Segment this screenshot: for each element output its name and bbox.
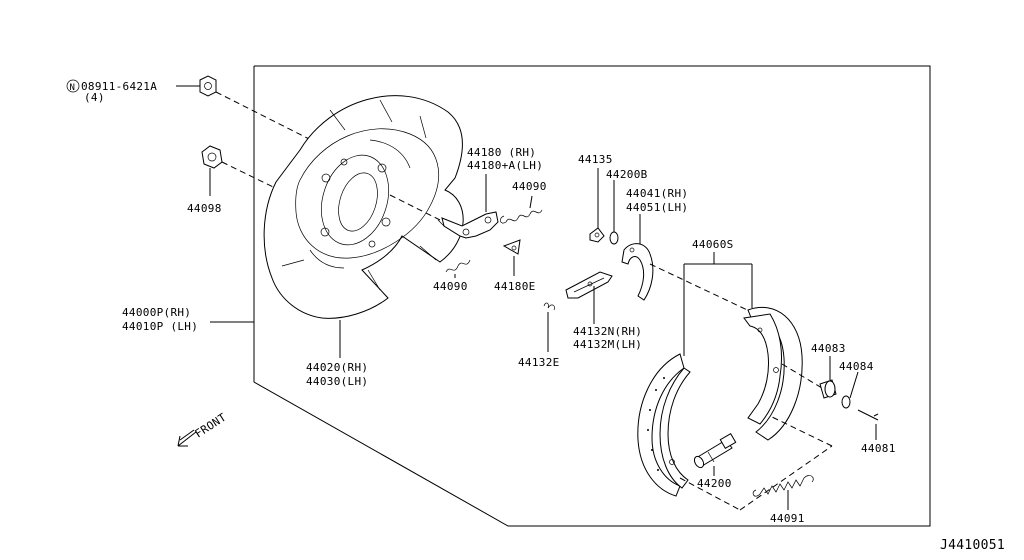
label-44090-lower: 44090 [433, 280, 468, 293]
label-44030: 44030(LH) [306, 375, 368, 388]
pin-44081 [857, 409, 879, 440]
brake-shoe-left [637, 353, 691, 497]
label-44132m: 44132M(LH) [573, 338, 642, 351]
label-44081: 44081 [861, 442, 896, 455]
shoe-set-bracket [683, 252, 753, 356]
front-label: FRONT [193, 411, 229, 441]
label-44060s: 44060S [692, 238, 734, 251]
spring-44090-lower [445, 259, 471, 278]
label-44180a: 44180+A(LH) [467, 159, 543, 172]
backing-plate [210, 95, 464, 358]
label-44180: 44180 (RH) [467, 146, 536, 159]
shoe-lever-44041 [621, 214, 654, 301]
front-arrow: FRONT [177, 411, 229, 447]
label-44051: 44051(LH) [626, 201, 688, 214]
nut-part-number: 08911-6421A [81, 80, 157, 93]
assembly-frame [253, 65, 931, 527]
part-44135 [589, 168, 605, 243]
label-44091: 44091 [770, 512, 805, 525]
label-44132e: 44132E [518, 356, 560, 369]
nut-quantity: (4) [84, 91, 105, 104]
label-44180e: 44180E [494, 280, 536, 293]
spring-44091 [752, 475, 814, 510]
spring-44132e [543, 302, 555, 352]
adjuster-lever-44180 [389, 174, 499, 239]
cup-44083 [781, 356, 837, 399]
diagram-id: J4410051 [940, 538, 1005, 553]
nut-prefix: N [70, 83, 76, 93]
brake-shoe-right [649, 263, 803, 441]
label-44000p: 44000P(RH) [122, 306, 191, 319]
label-44135: 44135 [578, 153, 613, 166]
label-44098: 44098 [187, 202, 222, 215]
label-44200b: 44200B [606, 168, 648, 181]
retainer-44180e [502, 239, 521, 276]
label-44132n: 44132N(RH) [573, 325, 642, 338]
washer-44084 [841, 371, 859, 409]
label-44020: 44020(RH) [306, 361, 368, 374]
label-44090-upper: 44090 [512, 180, 547, 193]
label-44010p: 44010P (LH) [122, 320, 198, 333]
label-44041: 44041(RH) [626, 187, 688, 200]
label-44084: 44084 [839, 360, 874, 373]
adjuster-44200 [679, 415, 833, 511]
nut-label: N 08911-6421A (4) [66, 79, 157, 104]
label-44083: 44083 [811, 342, 846, 355]
spring-44090-upper [500, 195, 543, 224]
strut-44132 [565, 271, 613, 324]
label-44200: 44200 [697, 477, 732, 490]
washer-44200b [609, 180, 619, 245]
